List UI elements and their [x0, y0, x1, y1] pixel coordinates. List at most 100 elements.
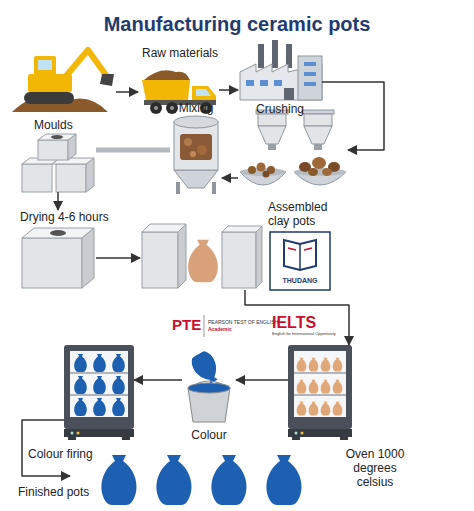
glaze-bucket	[188, 349, 230, 422]
process-stage: Colour firing	[64, 345, 134, 440]
kiln	[64, 345, 134, 440]
kiln-panel	[64, 429, 134, 437]
mould-face	[56, 164, 86, 192]
stage-label: Assembled clay pots	[268, 200, 352, 228]
glazed-pot	[112, 376, 125, 394]
watermark: IELTS	[272, 315, 332, 331]
stage-label: Mixing	[166, 101, 226, 115]
mould-side	[256, 226, 262, 288]
crusher-spout	[314, 144, 322, 150]
mould-top	[38, 134, 76, 140]
clay-pot	[321, 358, 331, 372]
window	[304, 82, 316, 86]
process-stage: Finished pots	[70, 453, 310, 506]
glazed-pot	[74, 354, 87, 372]
clay-pot	[188, 240, 218, 283]
glazed-pot	[74, 398, 87, 416]
logo-spine	[299, 244, 301, 270]
kiln-foot	[340, 437, 348, 440]
mould-stack	[22, 134, 94, 192]
process-stage: Assembled clay pots	[140, 212, 264, 290]
glaze	[188, 383, 230, 393]
mixer-window	[180, 134, 212, 160]
wheel-hub	[154, 106, 158, 110]
kiln-chamber	[294, 351, 346, 417]
mixer-leg	[176, 182, 180, 194]
excavator	[12, 50, 114, 112]
mould-face	[38, 140, 68, 160]
kiln	[288, 345, 352, 440]
clay-pot	[309, 402, 319, 416]
flow-arrow	[236, 379, 288, 381]
crusher	[256, 110, 288, 150]
mould-inlet	[51, 135, 63, 139]
kiln-shelf	[70, 373, 128, 395]
clay-pot	[333, 402, 343, 416]
clay-pot	[297, 402, 307, 416]
step-arrow	[116, 91, 138, 93]
stage-label: Colour firing	[28, 447, 118, 461]
excavator-bucket	[100, 74, 114, 86]
kiln-frame	[288, 345, 352, 429]
factory-office	[298, 56, 322, 100]
excavator-tracks	[24, 92, 74, 104]
kiln-button	[295, 432, 298, 435]
bowl-raw-stones	[294, 157, 346, 185]
finished-pots	[101, 455, 301, 505]
factory	[240, 40, 322, 100]
open-mould	[142, 224, 262, 288]
process-stage: Mixing	[170, 115, 222, 195]
mould-top	[222, 226, 262, 232]
mould-inlet	[50, 230, 66, 236]
diagram-title: Manufacturing ceramic pots	[0, 12, 474, 36]
mixer-leg	[212, 182, 216, 194]
cab-window	[196, 89, 211, 96]
crusher-rim	[302, 110, 334, 114]
crusher-spout	[268, 144, 276, 150]
feed-pipe	[96, 148, 170, 153]
watermark: THUDANG	[270, 277, 330, 284]
kiln-frame	[64, 345, 134, 429]
finished-pot	[266, 455, 301, 505]
process-stage: Crushing	[238, 108, 348, 196]
process-stage: Drying 4-6 hours	[18, 210, 96, 290]
crusher-funnel	[304, 126, 332, 144]
clay-pot	[321, 380, 331, 394]
glazed-pot	[74, 376, 87, 394]
stage-label: Drying 4-6 hours	[20, 210, 130, 224]
mould-half	[222, 232, 256, 288]
logo-badge	[270, 232, 330, 290]
kiln-button	[301, 432, 304, 435]
wheel	[166, 102, 178, 114]
crusher	[302, 110, 334, 150]
mixer-body	[174, 122, 218, 170]
window	[304, 62, 316, 66]
logo-divider	[204, 315, 205, 337]
flow-arrow	[222, 177, 238, 179]
process-stage: Colour	[182, 350, 236, 425]
drying-mould	[22, 228, 94, 288]
watermark: English for International Opportunity	[272, 332, 346, 336]
chimney	[272, 40, 278, 68]
crusher-funnel	[258, 126, 286, 144]
door	[284, 88, 294, 100]
stage-label: Colour	[179, 428, 239, 442]
wheel	[150, 102, 162, 114]
step-arrow	[219, 89, 238, 91]
process-stage: Moulds	[20, 132, 96, 192]
mould-side	[82, 228, 94, 288]
window	[246, 80, 254, 86]
mould-face	[22, 164, 52, 192]
excavator-arm	[66, 50, 108, 78]
truck-load	[144, 70, 190, 80]
mixer	[174, 116, 218, 194]
flow-arrow	[57, 192, 59, 210]
stone	[312, 157, 326, 169]
mould-half	[142, 232, 178, 288]
clay-pot	[309, 380, 319, 394]
glazed-pot	[112, 398, 125, 416]
stage-label: Finished pots	[18, 485, 98, 499]
logo-accent	[288, 248, 312, 250]
kiln-button	[77, 432, 80, 435]
